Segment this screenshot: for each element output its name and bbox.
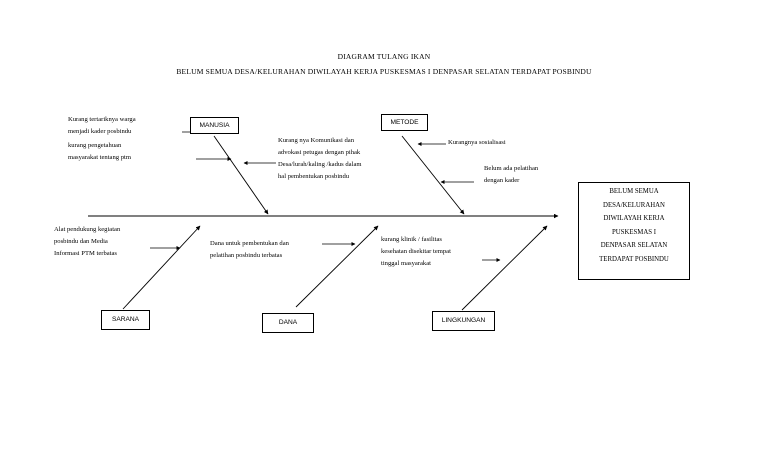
category-lingkungan: LINGKUNGAN: [432, 311, 495, 331]
effect-line: TERDAPAT POSBINDU: [599, 255, 669, 263]
bone-dana: [295, 225, 379, 308]
effect-box: BELUM SEMUA DESA/KELURAHAN DIWILAYAH KER…: [578, 182, 690, 280]
diagram-title: DIAGRAM TULANG IKAN: [337, 52, 431, 61]
effect-line: DIWILAYAH KERJA: [603, 215, 665, 222]
bone-manusia: [213, 135, 269, 215]
category-manusia: MANUSIA: [190, 117, 239, 134]
cause-lingkungan-1: kurang klinik / fasilitas kesehatan dise…: [381, 236, 451, 267]
bone-sarana: [122, 225, 201, 310]
cause-metode-1: Kurangnya sosialisasi: [448, 139, 506, 146]
cause-metode-2: Belum ada pelatihan dengan kader: [484, 165, 539, 184]
category-metode: METODE: [381, 114, 428, 131]
cause-sarana-1: Alat pendukung kegiatan posbindu dan Med…: [54, 226, 121, 257]
bone-metode: [401, 135, 465, 215]
effect-line: DENPASAR SELATAN: [600, 242, 668, 249]
cause-dana-1: Dana untuk pembentukan dan pelatihan pos…: [210, 240, 289, 259]
cause-manusia-3: Kurang nya Komunikasi dan advokasi petug…: [278, 137, 362, 180]
diagram-subtitle: BELUM SEMUA DESA/KELURAHAN DIWILAYAH KER…: [176, 67, 592, 76]
effect-line: BELUM SEMUA: [609, 188, 659, 195]
category-sarana: SARANA: [101, 310, 150, 330]
cause-manusia-1: Kurang tertariknya warga menjadi kader p…: [68, 116, 136, 135]
category-dana: DANA: [262, 313, 314, 333]
bone-lingkungan: [461, 225, 548, 311]
cause-manusia-2: kurang pengetahuan masyarakat tentang pt…: [68, 142, 131, 161]
effect-line: DESA/KELURAHAN: [603, 201, 665, 209]
effect-line: PUSKESMAS I: [611, 228, 656, 236]
